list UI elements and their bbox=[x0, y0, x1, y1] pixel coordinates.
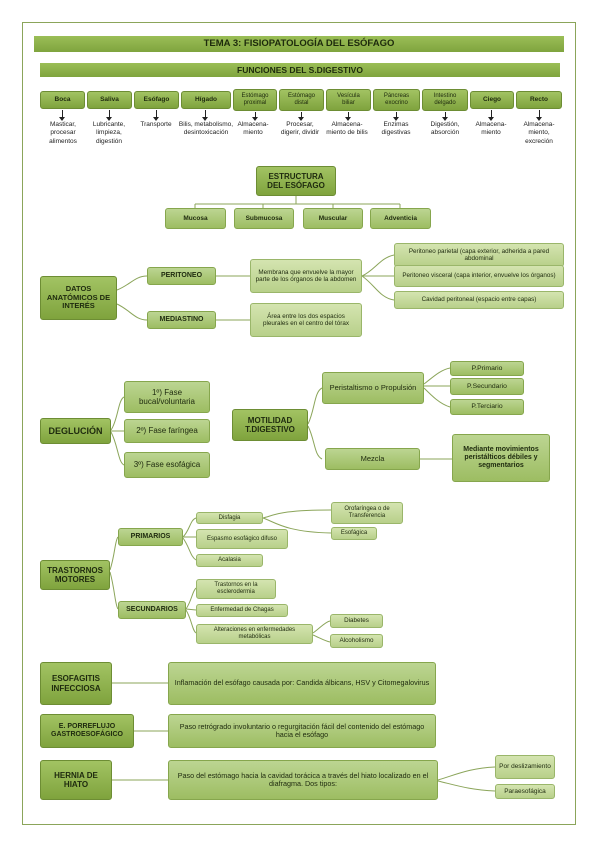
primarios-box: PRIMARIOS bbox=[118, 528, 183, 546]
primarios-item: Disfagia bbox=[196, 512, 263, 524]
arrow-icon bbox=[153, 110, 159, 121]
deglucion-fase: 2º) Fase faríngea bbox=[124, 419, 210, 443]
deglucion-fase: 1º) Fase bucal/voluntaria bbox=[124, 381, 210, 413]
organ-desc: Almacena-miento de bilis bbox=[326, 121, 368, 137]
organ-desc: Transporte bbox=[140, 121, 172, 128]
estructura-layer: Submucosa bbox=[234, 208, 294, 229]
primarios-item: Espasmo esofágico difuso bbox=[196, 529, 288, 549]
mezcla-desc: Mediante movimientos peristálticos débil… bbox=[452, 434, 550, 482]
organ-box: Vesícula biliar bbox=[326, 89, 371, 111]
hernia-tipo: Paraesofágica bbox=[495, 784, 555, 799]
organ-box: Estómago proximal bbox=[233, 89, 277, 111]
datos-label: DATOS ANATÓMICOS DE INTERÉS bbox=[40, 276, 117, 320]
organ-box: Intestino delgado bbox=[422, 89, 468, 111]
peritoneo-item: Cavidad peritoneal (espacio entre capas) bbox=[394, 291, 564, 309]
mediastino-box: MEDIASTINO bbox=[147, 311, 216, 329]
trastornos-label: TRASTORNOS MOTORES bbox=[40, 560, 110, 590]
deglucion-fase: 3º) Fase esofágica bbox=[124, 452, 210, 478]
organ-desc: Lubricante, limpieza, digestión bbox=[92, 121, 126, 145]
reflujo-label: E. PORREFLUJO GASTROESOFÁGICO bbox=[40, 714, 134, 748]
peritoneo-item: Peritoneo parietal (capa exterior, adher… bbox=[394, 243, 564, 267]
disfagia-tipo: Esofágica bbox=[331, 527, 377, 540]
arrow-icon bbox=[536, 110, 542, 121]
organ-box: Estómago distal bbox=[279, 89, 324, 111]
organ-box: Ciego bbox=[470, 91, 514, 109]
funciones-heading: FUNCIONES DEL S.DIGESTIVO bbox=[40, 63, 560, 77]
hernia-desc: Paso del estómago hacia la cavidad torác… bbox=[168, 760, 438, 800]
arrow-icon bbox=[106, 110, 112, 121]
organ-box: Recto bbox=[516, 91, 562, 109]
peritoneo-box: PERITONEO bbox=[147, 267, 216, 285]
organ-box: Boca bbox=[40, 91, 85, 109]
peristaltismo-tipo: P.Terciario bbox=[450, 399, 524, 415]
secundarios-item: Alteraciones en enfermedades metabólicas bbox=[196, 624, 313, 644]
organ-box: Esófago bbox=[134, 91, 179, 109]
hernia-label: HERNIA DE HIATO bbox=[40, 760, 112, 800]
hernia-tipo: Por deslizamiento bbox=[495, 755, 555, 779]
arrow-icon bbox=[252, 112, 258, 121]
estructura-layer: Muscular bbox=[303, 208, 363, 229]
estructura-layer: Mucosa bbox=[165, 208, 226, 229]
secundarios-item: Trastornos en la esclerodermia bbox=[196, 579, 276, 599]
esofagitis-label: ESOFAGITIS INFECCIOSA bbox=[40, 662, 112, 705]
organ-box: Hígado bbox=[181, 91, 231, 109]
reflujo-desc: Paso retrógrado involuntario o regurgita… bbox=[168, 714, 436, 748]
deglucion-label: DEGLUCIÓN bbox=[40, 418, 111, 444]
peritoneo-desc: Membrana que envuelve la mayor parte de … bbox=[250, 259, 362, 293]
arrow-icon bbox=[59, 110, 65, 121]
arrow-icon bbox=[488, 110, 494, 121]
organ-desc: Almacena-miento, excreción bbox=[523, 121, 555, 145]
motilidad-label: MOTILIDAD T.DIGESTIVO bbox=[232, 409, 308, 441]
metabolica-item: Alcoholismo bbox=[330, 634, 383, 648]
organ-desc: Bilis, metabolismo, desintoxicación bbox=[178, 121, 234, 137]
page-title: TEMA 3: FISIOPATOLOGÍA DEL ESÓFAGO bbox=[34, 36, 564, 52]
organ-desc: Digestión, absorción bbox=[430, 121, 460, 137]
peristaltismo-box: Peristaltismo o Propulsión bbox=[322, 372, 424, 404]
arrow-icon bbox=[345, 112, 351, 121]
mezcla-box: Mezcla bbox=[325, 448, 420, 470]
peristaltismo-tipo: P.Primario bbox=[450, 361, 524, 376]
secundarios-box: SECUNDARIOS bbox=[118, 601, 186, 619]
esofagitis-desc: Inflamación del esófago causada por: Can… bbox=[168, 662, 436, 705]
arrow-icon bbox=[442, 112, 448, 121]
secundarios-item: Enfermedad de Chagas bbox=[196, 604, 288, 617]
organ-desc: Almacena-miento bbox=[475, 121, 507, 137]
arrow-icon bbox=[393, 112, 399, 121]
metabolica-item: Diabetes bbox=[330, 614, 383, 628]
primarios-item: Acalasia bbox=[196, 554, 263, 567]
estructura-layer: Adventicia bbox=[370, 208, 431, 229]
peritoneo-item: Peritoneo visceral (capa interior, envue… bbox=[394, 265, 564, 287]
estructura-heading: ESTRUCTURA DEL ESÓFAGO bbox=[256, 166, 336, 196]
arrow-icon bbox=[202, 110, 208, 121]
organ-desc: Procesar, digerir, dividir bbox=[280, 121, 320, 137]
mediastino-desc: Área entre los dos espacios pleurales en… bbox=[250, 303, 362, 337]
organ-box: Páncreas exocrino bbox=[373, 89, 420, 111]
arrow-icon bbox=[298, 112, 304, 121]
disfagia-tipo: Orofaríngea o de Transferencia bbox=[331, 502, 403, 524]
organ-desc: Enzimas digestivas bbox=[381, 121, 411, 137]
organ-box: Saliva bbox=[87, 91, 132, 109]
page-border bbox=[22, 22, 576, 825]
organ-desc: Almacena-miento bbox=[237, 121, 269, 137]
organ-desc: Masticar, procesar alimentos bbox=[49, 121, 77, 145]
peristaltismo-tipo: P.Secundario bbox=[450, 378, 524, 395]
